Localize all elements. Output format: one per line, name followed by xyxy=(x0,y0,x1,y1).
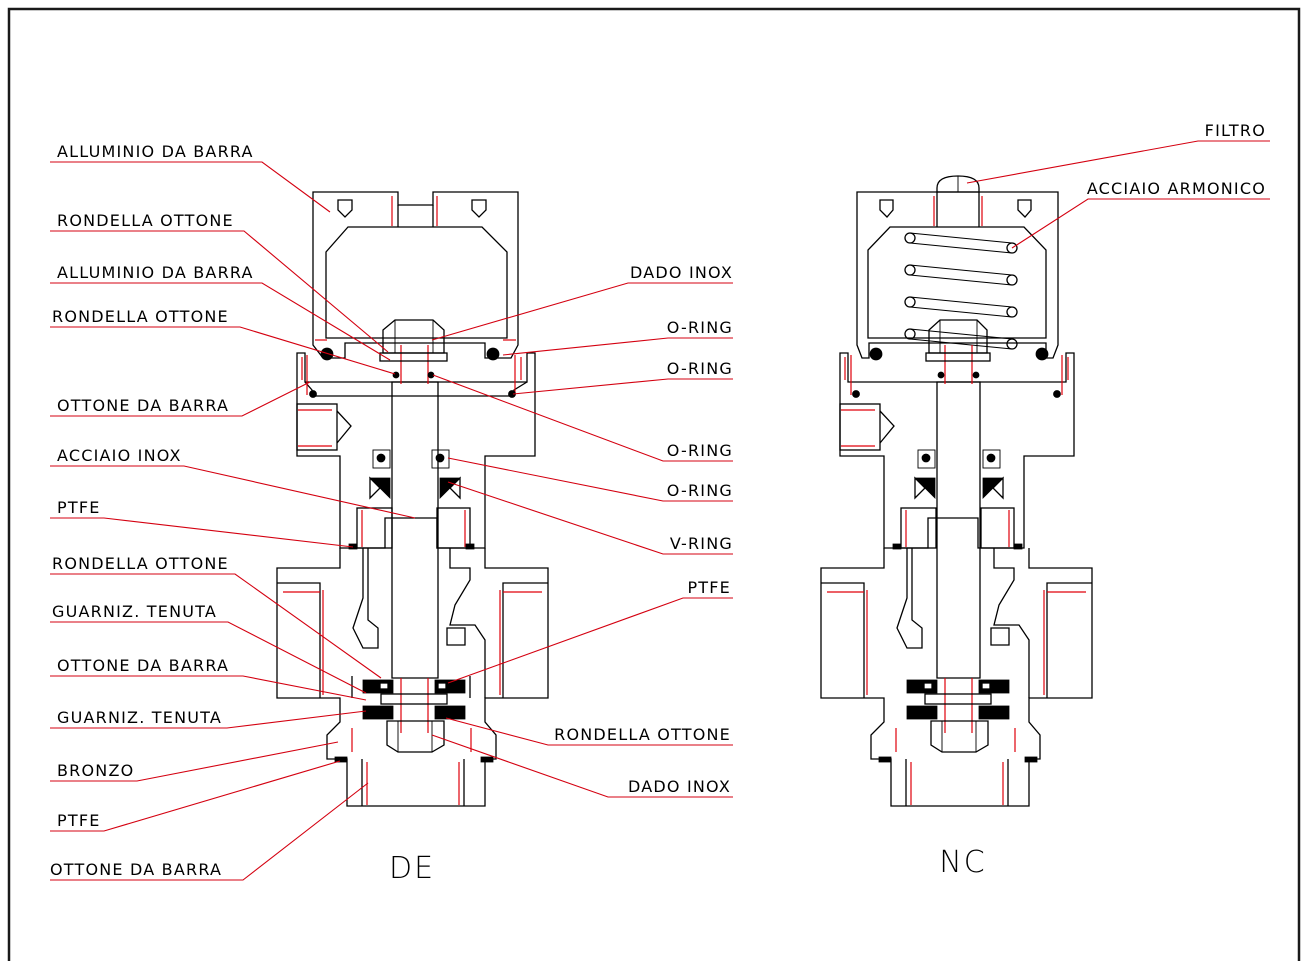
callout-label: RONDELLA OTTONE xyxy=(52,554,229,573)
view-title-nc: NC xyxy=(939,845,986,880)
callout-label: ALLUMINIO DA BARRA xyxy=(57,263,254,282)
callout-label: RONDELLA OTTONE xyxy=(52,307,229,326)
callout-label: V-RING xyxy=(670,534,733,553)
callout-labels-left: ALLUMINIO DA BARRA RONDELLA OTTONE ALLUM… xyxy=(50,142,254,879)
callout-label: O-RING xyxy=(667,441,733,460)
callout-label: RONDELLA OTTONE xyxy=(554,725,731,744)
valve-nc-section xyxy=(820,175,1093,807)
callout-label: RONDELLA OTTONE xyxy=(57,211,234,230)
view-title-de: DE xyxy=(389,851,435,886)
callout-labels-right: DADO INOX O-RING O-RING O-RING O-RING V-… xyxy=(554,263,733,796)
callout-label: PTFE xyxy=(57,498,101,517)
spring xyxy=(904,232,1018,350)
callout-label: FILTRO xyxy=(1205,121,1266,140)
callout-label: O-RING xyxy=(667,481,733,500)
callout-label: O-RING xyxy=(667,318,733,337)
callout-label: GUARNIZ. TENUTA xyxy=(52,602,217,621)
callout-labels-nc: FILTRO ACCIAIO ARMONICO xyxy=(1087,121,1266,198)
callout-label: ACCIAIO INOX xyxy=(57,446,182,465)
callout-label: OTTONE DA BARRA xyxy=(57,396,229,415)
valve-de-section xyxy=(276,191,549,807)
callout-label: OTTONE DA BARRA xyxy=(50,860,222,879)
drawing-frame xyxy=(7,7,1301,961)
callout-label: O-RING xyxy=(667,359,733,378)
callout-label: DADO INOX xyxy=(630,263,733,282)
callout-label: DADO INOX xyxy=(628,777,731,796)
callout-label: ALLUMINIO DA BARRA xyxy=(57,142,254,161)
callout-label: PTFE xyxy=(687,578,731,597)
callout-label: PTFE xyxy=(57,811,101,830)
callout-label: ACCIAIO ARMONICO xyxy=(1087,179,1266,198)
callout-label: GUARNIZ. TENUTA xyxy=(57,708,222,727)
leader-lines xyxy=(50,140,1270,881)
callout-label: OTTONE DA BARRA xyxy=(57,656,229,675)
callout-label: BRONZO xyxy=(57,761,134,780)
